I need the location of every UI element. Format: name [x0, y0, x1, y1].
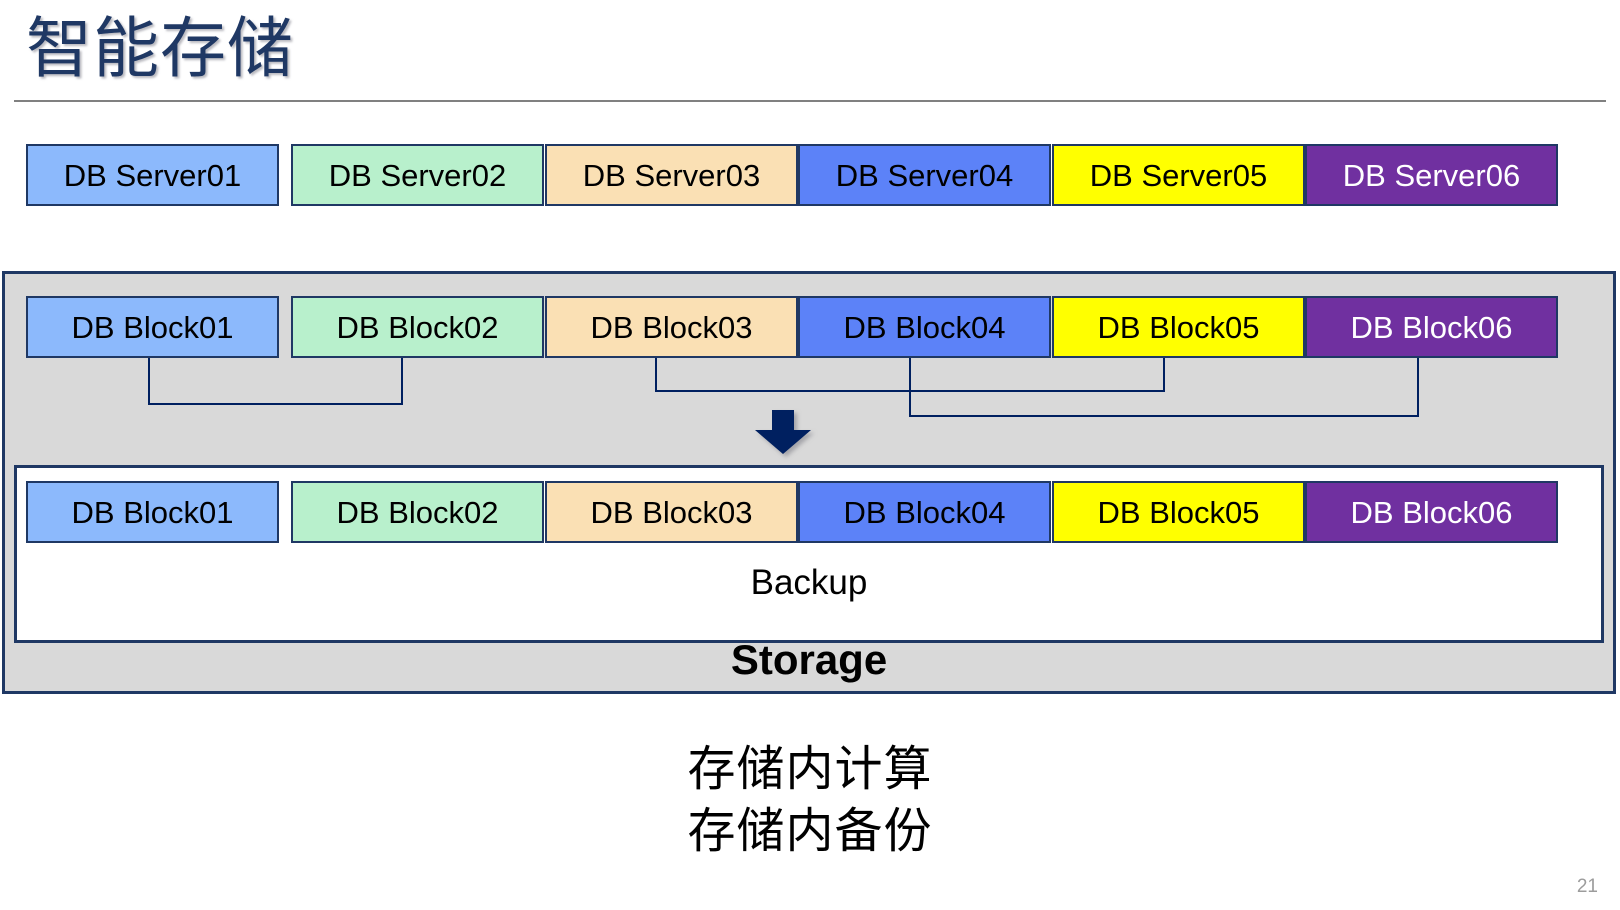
db-block-box-backup-label: DB Block05 [1097, 494, 1260, 530]
page-title: 智能存储 [26, 11, 294, 85]
connector-bracket-3-bottom [909, 415, 1419, 417]
db-server-box-2[interactable]: DB Server02 [291, 144, 544, 206]
connector-bracket-2-left [655, 358, 657, 390]
db-block-box-live-1[interactable]: DB Block01 [26, 296, 279, 358]
db-block-box-backup-label: DB Block02 [336, 494, 499, 530]
db-server-box-4[interactable]: DB Server04 [798, 144, 1051, 206]
connector-bracket-1-right [401, 358, 403, 403]
db-server-box-5[interactable]: DB Server05 [1052, 144, 1305, 206]
db-block-box-backup-1[interactable]: DB Block01 [26, 481, 279, 543]
db-server-box-3[interactable]: DB Server03 [545, 144, 798, 206]
slide-caption: 存储内计算 存储内备份 [0, 738, 1620, 862]
db-block-box-backup-label: DB Block03 [590, 494, 753, 530]
db-block-box-live-4[interactable]: DB Block04 [798, 296, 1051, 358]
db-block-box-live-label: DB Block01 [71, 309, 234, 345]
backup-label: Backup [750, 563, 868, 602]
db-block-box-backup-label: DB Block04 [843, 494, 1006, 530]
db-block-box-live-label: DB Block06 [1350, 309, 1513, 345]
db-block-box-live-5[interactable]: DB Block05 [1052, 296, 1305, 358]
page-number: 21 [1576, 876, 1598, 897]
db-block-box-backup-label: DB Block06 [1350, 494, 1513, 530]
db-server-box-6[interactable]: DB Server06 [1305, 144, 1558, 206]
db-block-box-live-label: DB Block05 [1097, 309, 1260, 345]
caption-line-2: 存储内备份 [687, 803, 933, 859]
db-server-box-label: DB Server05 [1089, 157, 1268, 193]
connector-bracket-3-right [1417, 358, 1419, 415]
db-block-box-live-2[interactable]: DB Block02 [291, 296, 544, 358]
connector-bracket-3-left [909, 358, 911, 415]
db-block-box-backup-5[interactable]: DB Block05 [1052, 481, 1305, 543]
db-server-box-label: DB Server06 [1342, 157, 1521, 193]
db-server-box-1[interactable]: DB Server01 [26, 144, 279, 206]
connector-bracket-1-bottom [148, 403, 403, 405]
db-server-box-label: DB Server04 [835, 157, 1014, 193]
connector-bracket-2-right [1163, 358, 1165, 390]
db-server-box-label: DB Server01 [63, 157, 242, 193]
caption-line-1: 存储内计算 [687, 741, 933, 797]
db-block-box-backup-4[interactable]: DB Block04 [798, 481, 1051, 543]
db-block-box-backup-2[interactable]: DB Block02 [291, 481, 544, 543]
db-block-box-live-3[interactable]: DB Block03 [545, 296, 798, 358]
db-block-box-backup-6[interactable]: DB Block06 [1305, 481, 1558, 543]
storage-label: Storage [730, 636, 888, 683]
backup-down-arrow [755, 410, 811, 454]
db-block-box-live-label: DB Block04 [843, 309, 1006, 345]
db-server-box-label: DB Server03 [582, 157, 761, 193]
db-block-box-live-label: DB Block03 [590, 309, 753, 345]
db-block-box-backup-3[interactable]: DB Block03 [545, 481, 798, 543]
title-divider [14, 100, 1606, 102]
db-block-box-live-6[interactable]: DB Block06 [1305, 296, 1558, 358]
connector-bracket-1-left [148, 358, 150, 403]
db-block-box-backup-label: DB Block01 [71, 494, 234, 530]
db-block-box-live-label: DB Block02 [336, 309, 499, 345]
db-server-box-label: DB Server02 [328, 157, 507, 193]
